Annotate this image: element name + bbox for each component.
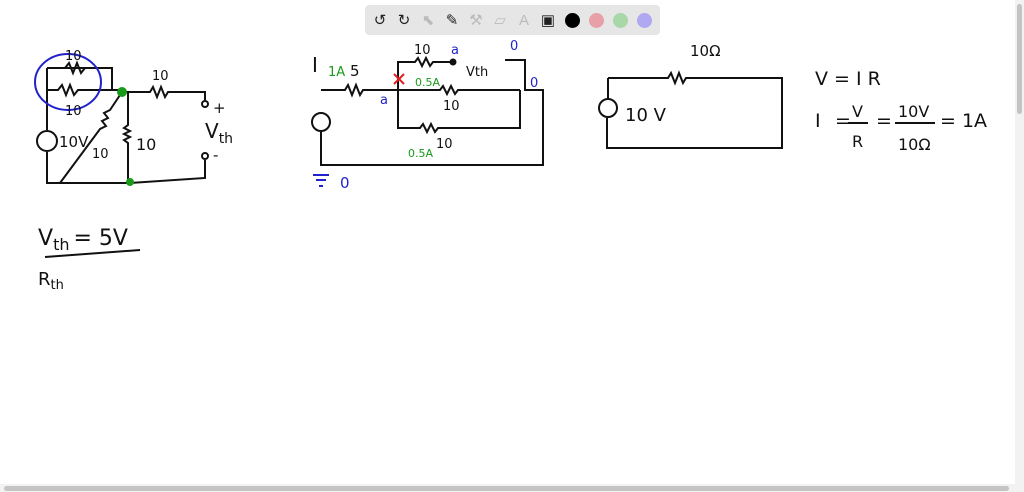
- highlight-circle: [34, 53, 102, 111]
- voltage-source-icon: [598, 98, 618, 118]
- horizontal-scrollbar[interactable]: [0, 484, 1015, 492]
- label-vth: Vth: [466, 65, 488, 80]
- color-swatch-1[interactable]: [585, 9, 607, 31]
- calc-denominator-r: R: [852, 132, 863, 151]
- calc-numerator-10v: 10V: [898, 102, 929, 121]
- label-node-a: a: [380, 93, 388, 108]
- eraser-icon[interactable]: ▱: [494, 12, 506, 29]
- terminal: [201, 152, 209, 160]
- label-branch-current-1: 0.5A: [415, 76, 440, 89]
- terminal: [449, 58, 457, 66]
- label-node-0-right: 0: [530, 76, 538, 91]
- calc-equals: =: [835, 110, 851, 132]
- cross-mark-icon: [393, 73, 405, 85]
- voltage-source-icon: [36, 130, 58, 152]
- color-swatch-2[interactable]: [609, 9, 631, 31]
- calc-numerator-v: V: [852, 102, 863, 121]
- wire: [320, 55, 544, 166]
- tools-icon[interactable]: ⚒: [469, 12, 483, 29]
- label-resistor: 10Ω: [690, 42, 721, 60]
- vertical-scrollbar[interactable]: [1015, 0, 1024, 492]
- ground-icon: [313, 174, 329, 187]
- label-ground: 0: [340, 174, 350, 192]
- calc-current: I: [815, 110, 821, 132]
- pen-icon[interactable]: ✎: [445, 12, 459, 29]
- circuit-2: [311, 55, 544, 166]
- horizontal-scroll-thumb[interactable]: [4, 486, 1009, 491]
- label-r-series: 10: [152, 69, 169, 84]
- label-vth: Vth: [205, 119, 233, 147]
- underline: [44, 249, 141, 258]
- color-swatch-0[interactable]: [561, 9, 583, 31]
- label-source: 10 V: [625, 105, 667, 126]
- drawing-toolbar: ↺ ↻ ⬉ ✎ ⚒ ▱ A ▣: [365, 5, 660, 35]
- undo-icon[interactable]: ↺: [373, 12, 387, 29]
- calc-denominator-10ohm: 10Ω: [898, 135, 931, 154]
- select-icon[interactable]: ⬉: [421, 12, 435, 29]
- whiteboard-canvas[interactable]: 10 10 10 10 10 10V + - Vth I 1A 5 a a 10…: [0, 0, 1015, 484]
- wire: [121, 92, 133, 183]
- color-dot: [612, 12, 628, 28]
- vertical-scroll-thumb[interactable]: [1017, 4, 1022, 114]
- color-dot: [564, 12, 580, 28]
- label-r-bot: 10: [436, 137, 453, 152]
- label-r-shunt: 10: [136, 135, 156, 154]
- label-r-top: 10: [65, 49, 82, 64]
- vth-result: Vth= 5V: [38, 226, 128, 254]
- circuit-1: [36, 60, 209, 184]
- node-dot: [126, 178, 134, 186]
- color-dot: [588, 12, 604, 28]
- label-r-diag: 10: [92, 147, 109, 162]
- label-r-top: 10: [414, 43, 431, 58]
- voltage-source-icon: [311, 112, 331, 132]
- label-source: 10V: [59, 133, 89, 151]
- node-dot: [117, 87, 127, 97]
- rth-label: Rth: [38, 269, 64, 293]
- circuit-3: [598, 70, 783, 149]
- wire: [606, 70, 783, 149]
- wire: [122, 84, 206, 100]
- label-node-0-top: 0: [510, 39, 518, 54]
- calc-result: = 1A: [940, 110, 987, 132]
- text-icon[interactable]: A: [518, 11, 529, 29]
- label-current-value: 1A: [328, 65, 345, 80]
- label-branch-current-2: 0.5A: [408, 147, 433, 160]
- redo-icon[interactable]: ↻: [397, 12, 411, 29]
- label-r-mid: 10: [65, 104, 82, 119]
- color-swatch-3[interactable]: [633, 9, 655, 31]
- wire: [46, 60, 206, 184]
- image-icon[interactable]: ▣: [540, 12, 556, 29]
- label-r-series: 5: [350, 62, 360, 80]
- label-minus: -: [213, 146, 218, 164]
- ohms-law: V = I R: [815, 68, 881, 90]
- label-node-a-top: a: [451, 43, 459, 58]
- terminal: [201, 100, 209, 108]
- label-r-mid: 10: [443, 99, 460, 114]
- calc-equals-2: =: [876, 110, 892, 132]
- label-plus: +: [213, 99, 226, 117]
- wire: [59, 91, 123, 184]
- color-dot: [636, 12, 652, 28]
- label-current: I: [312, 53, 318, 77]
